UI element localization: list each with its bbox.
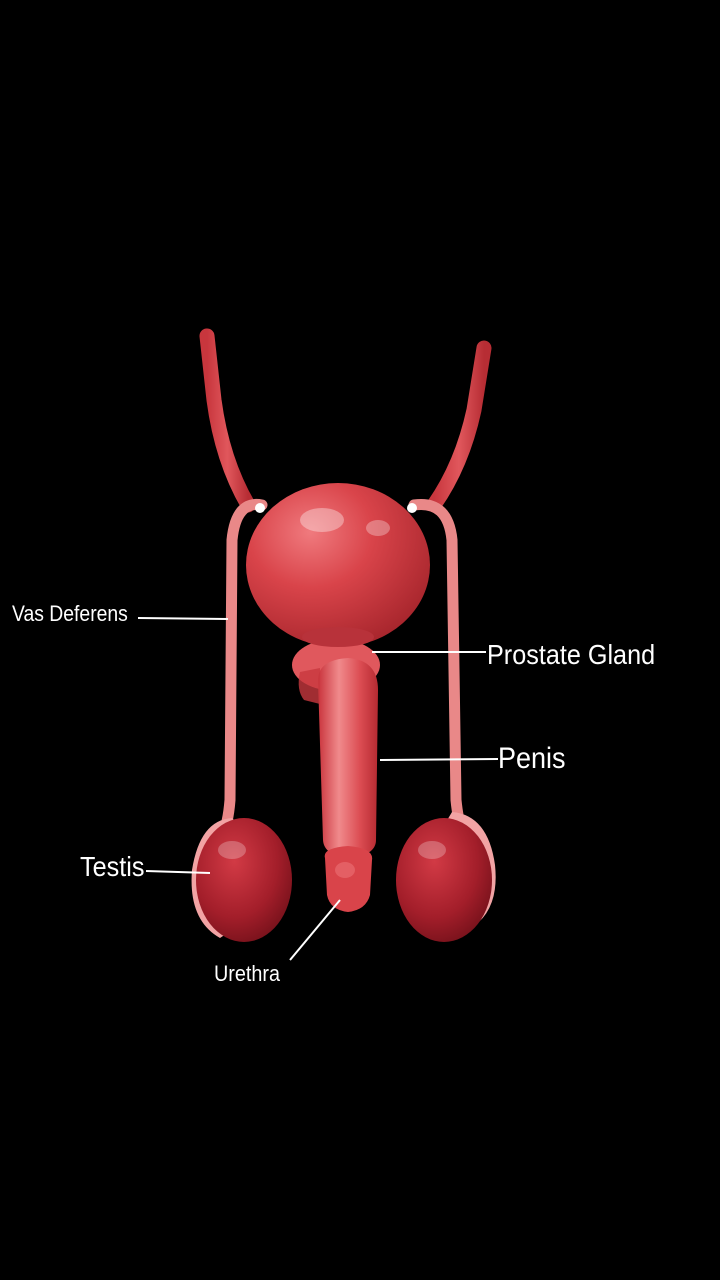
label-testis: Testis	[80, 851, 145, 882]
right-duct-opening	[407, 503, 417, 513]
left-testis	[196, 818, 292, 942]
penis-leader	[379, 758, 499, 761]
label-penis: Penis	[498, 742, 566, 775]
testis-leader	[145, 870, 211, 874]
vas-deferens-leader	[137, 617, 229, 620]
bladder-highlight	[300, 508, 344, 532]
prostate-neck	[302, 627, 374, 647]
bladder	[246, 483, 430, 647]
label-vas-deferens: Vas Deferens	[12, 601, 128, 626]
bladder-highlight-2	[366, 520, 390, 536]
urethra-leader	[289, 899, 341, 961]
left-ureter	[199, 328, 256, 513]
left-duct-opening	[255, 503, 265, 513]
glans-highlight	[335, 862, 355, 878]
left-testis-highlight	[218, 841, 246, 859]
penis-shaft	[318, 658, 378, 858]
right-testis-highlight	[418, 841, 446, 859]
penis-shaft-shadow	[298, 668, 320, 704]
label-urethra: Urethra	[214, 961, 281, 986]
label-prostate-gland: Prostate Gland	[487, 639, 656, 670]
glans	[324, 846, 373, 912]
right-testis	[396, 818, 492, 942]
right-ureter	[426, 340, 492, 513]
